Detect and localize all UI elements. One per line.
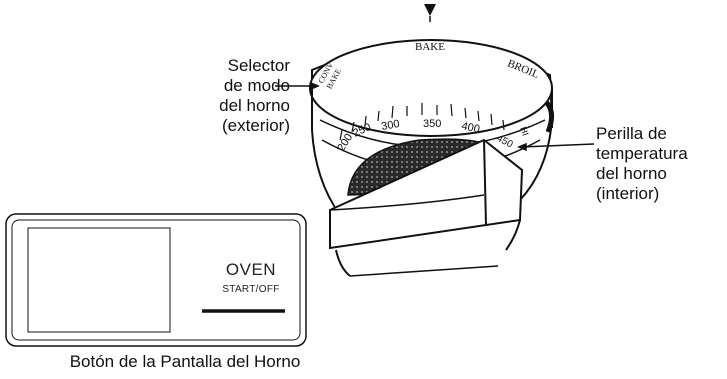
- temp-label-hi: HI: [518, 125, 530, 137]
- start-off-label[interactable]: START/OFF: [222, 284, 280, 295]
- mode-callout-arrow-icon: [310, 81, 320, 91]
- temp-callout-line: Perilla de: [596, 124, 667, 143]
- mode-callout-line: de modo: [223, 76, 290, 95]
- temp-callout-line: temperatura: [596, 144, 688, 163]
- mode-callout-line: (exterior): [221, 116, 290, 135]
- dial-edge-shadow: [544, 100, 554, 133]
- mode-label-bake: BAKE: [415, 41, 445, 53]
- temp-label-300: 300: [380, 118, 400, 133]
- display-window: [27, 227, 171, 333]
- temperature-scale: [339, 103, 505, 141]
- temperature-knob[interactable]: [329, 138, 524, 277]
- mode-callout-line: del horno: [219, 96, 290, 115]
- oven-button-label[interactable]: OVEN: [225, 260, 277, 279]
- temp-callout-arrow-icon: [517, 142, 527, 152]
- temp-label-350: 350: [423, 118, 441, 130]
- mode-selector-callout: Selector de modo del horno (exterior): [160, 56, 290, 136]
- button-caption: Botón de la Pantalla del Horno: [69, 352, 301, 371]
- temp-callout-line: (interior): [596, 184, 660, 203]
- temp-callout-leader: [521, 143, 595, 148]
- mode-callout-line: Selector: [227, 56, 290, 75]
- temperature-knob-callout: Perilla de temperatura del horno (interi…: [596, 124, 726, 204]
- temp-label-400: 400: [460, 120, 480, 136]
- temp-callout-line: del horno: [596, 164, 667, 183]
- oven-start-off-panel: [5, 213, 307, 347]
- dial-pointer-icon: [424, 4, 436, 16]
